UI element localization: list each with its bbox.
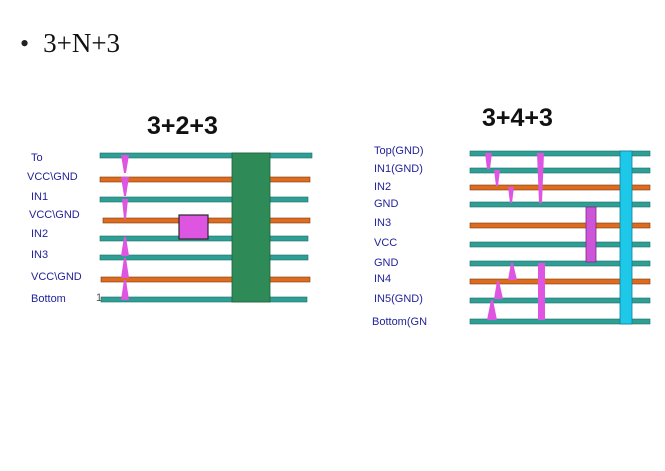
right-layer-label: IN4 xyxy=(374,273,392,285)
right-diagram-title: 3+4+3 xyxy=(482,104,553,132)
heading-text: 3+N+3 xyxy=(43,28,121,58)
left-layer-label: VCC\GND xyxy=(27,171,78,183)
layer-line-signal xyxy=(469,241,651,248)
right-vias xyxy=(485,153,597,320)
layer-line-signal xyxy=(469,297,651,304)
stray-mark: 1 xyxy=(96,292,103,304)
layer-line-signal xyxy=(99,254,309,261)
layer-line-plane xyxy=(469,222,651,229)
layer-line-signal xyxy=(469,150,651,157)
right-layer-label: IN1(GND) xyxy=(374,163,423,175)
microvia-bottom-2 xyxy=(121,258,129,278)
layer-line-signal xyxy=(100,296,308,303)
layer-line-plane xyxy=(469,278,651,285)
buried-via-tall xyxy=(537,153,544,203)
heading-row: • 3+N+3 xyxy=(20,28,120,59)
layer-line-signal xyxy=(469,318,651,325)
layer-line-signal xyxy=(99,196,309,203)
right-layer-label: GND xyxy=(374,257,399,269)
left-layer-label: VCC\GND xyxy=(29,209,80,221)
left-layer-label: To xyxy=(31,152,43,164)
layer-line-signal xyxy=(469,167,651,174)
layer-line-plane xyxy=(99,176,311,183)
microvia-bottom-3 xyxy=(121,280,129,300)
right-stackup xyxy=(469,150,651,325)
buried-via-inner xyxy=(585,206,597,263)
layer-line-signal xyxy=(99,152,313,159)
layer-line-signal xyxy=(469,201,651,208)
left-layer-label: IN2 xyxy=(31,228,49,240)
through-hole-via xyxy=(231,152,271,303)
right-layer-label: VCC xyxy=(374,237,398,249)
microvia xyxy=(485,153,492,169)
buried-via xyxy=(178,214,209,240)
microvia xyxy=(494,170,500,186)
microvia-top-2 xyxy=(121,177,129,196)
left-stackup xyxy=(99,152,313,303)
microvia-top-3 xyxy=(122,199,128,219)
microvia xyxy=(508,263,517,280)
bullet-glyph: • xyxy=(20,28,30,58)
left-layer-label: IN3 xyxy=(31,249,49,261)
layer-line-plane xyxy=(469,184,651,191)
microvia xyxy=(508,187,514,203)
left-diagram-title: 3+2+3 xyxy=(147,112,218,140)
left-layer-label: VCC\GND xyxy=(31,271,82,283)
left-microvias xyxy=(121,155,129,300)
right-layer-label: Bottom(GN xyxy=(372,316,428,328)
right-layer-label: GND xyxy=(374,198,399,210)
right-layer-label: IN5(GND) xyxy=(374,293,423,305)
microvia-bottom-1 xyxy=(121,237,129,256)
right-layer-label: Top(GND) xyxy=(374,145,424,157)
through-hole-via xyxy=(619,150,633,325)
left-layer-label: Bottom xyxy=(31,293,66,305)
right-layer-label: IN3 xyxy=(374,217,392,229)
left-layer-label: IN1 xyxy=(31,191,49,203)
microvia xyxy=(487,300,497,320)
layer-line-plane xyxy=(100,276,311,283)
microvia-top-1 xyxy=(121,155,129,173)
right-layers xyxy=(469,150,651,325)
right-layer-label: IN2 xyxy=(374,181,392,193)
layer-line-signal xyxy=(469,260,651,267)
buried-via-lower xyxy=(538,263,545,320)
microvia xyxy=(494,281,503,299)
